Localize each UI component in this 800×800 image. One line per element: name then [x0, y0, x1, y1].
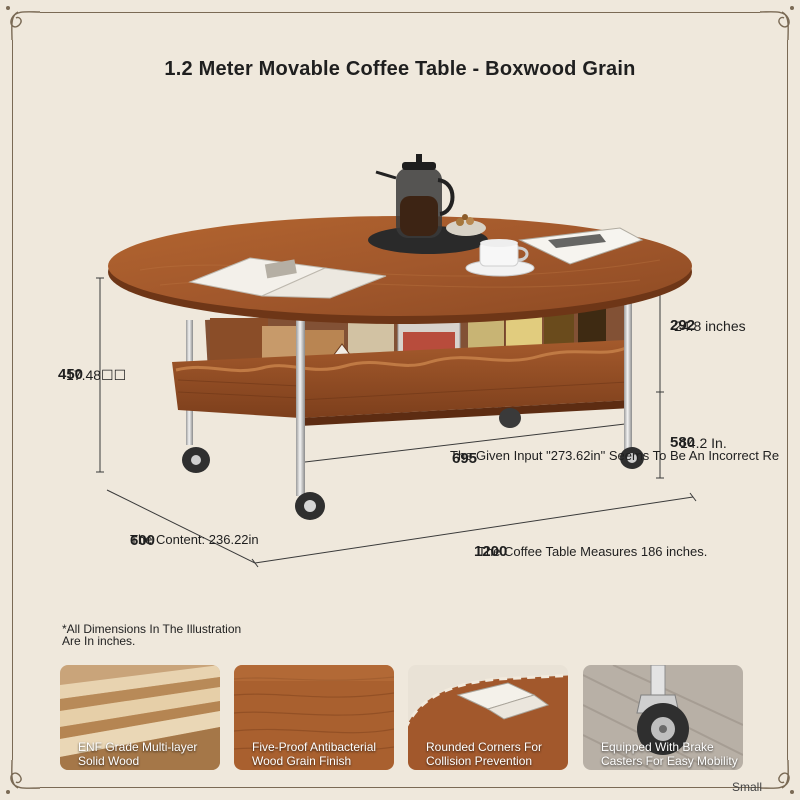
dimension-lines [96, 277, 697, 568]
snack-bowl [446, 214, 486, 236]
frame-left [12, 40, 13, 760]
feature-card-rounded-corners: Rounded Corners For Collision Prevention [408, 665, 568, 770]
upper-height-dimension-overlay: 24.8 inches [674, 318, 746, 334]
feature-label: ENF Grade Multi-layer Solid Wood [78, 740, 198, 768]
height-dimension-label: 450 [58, 366, 84, 383]
length-dimension-label: 1200 [474, 543, 508, 560]
depth-dimension-overlay: The Content: 236.22in [130, 532, 259, 547]
depth-dimension-label: 600 [130, 532, 156, 549]
corner-ornament-icon [6, 6, 41, 41]
rounded-corner-icon [408, 665, 568, 770]
page-title: 1.2 Meter Movable Coffee Table - Boxwood… [164, 58, 636, 80]
feature-card-brake-casters: Equipped With Brake Casters For Easy Mob… [583, 665, 743, 770]
feature-label: Five-Proof Antibacterial Wood Grain Fini… [252, 740, 377, 768]
feature-card-wood-grain: Five-Proof Antibacterial Wood Grain Fini… [234, 665, 394, 770]
corner-ornament-icon [6, 759, 41, 794]
caster-wheel-icon [182, 408, 644, 520]
lower-height-dimension-label: 580 [670, 434, 696, 451]
feature-card-solid-wood: ENF Grade Multi-layer Solid Wood [60, 665, 220, 770]
table-leg [296, 318, 305, 496]
upper-height-dimension-label: 292 [670, 317, 696, 334]
coffee-table-illustration [96, 154, 697, 568]
magazine [188, 257, 387, 299]
corner-ornament-icon [759, 759, 794, 794]
dimensions-note: *All Dimensions In The Illustration Are … [62, 622, 242, 648]
coffee-cup [465, 239, 535, 277]
caster-wheel-icon [583, 665, 743, 770]
table-leg [624, 282, 632, 452]
newspaper [518, 227, 644, 265]
size-tag: Small [731, 780, 762, 794]
frame-top [40, 12, 760, 13]
corner-ornament-icon [759, 6, 794, 41]
feature-label: Rounded Corners For Collision Prevention [426, 740, 543, 768]
length-dimension-overlay: The Coffee Table Measures 186 inches. [478, 544, 708, 559]
feature-label: Equipped With Brake Casters For Easy Mob… [601, 740, 738, 768]
plywood-layers-icon [60, 665, 220, 770]
wood-grain-icon [234, 665, 394, 770]
height-dimension-overlay: 17.48☐☐ [66, 367, 127, 383]
lower-height-dimension-overlay: 14.2 In. [680, 435, 727, 451]
inner-width-dimension-label: 695 [452, 450, 478, 467]
inner-width-dimension-overlay: The Given Input "273.62in" Seems To Be A… [450, 448, 780, 463]
french-press-teapot [375, 154, 455, 238]
frame-bottom [40, 787, 760, 788]
frame-right [787, 40, 788, 760]
